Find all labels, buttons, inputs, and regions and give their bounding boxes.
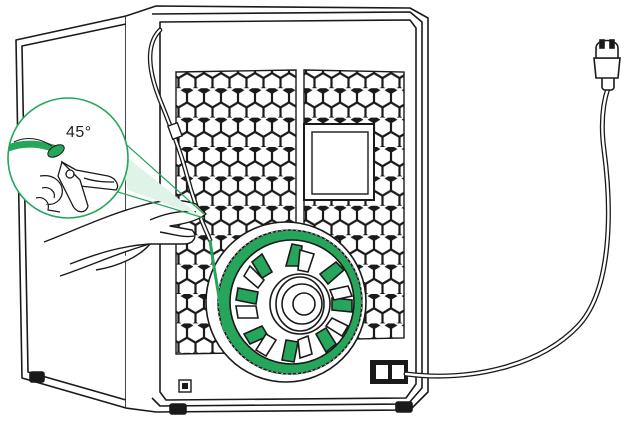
side-cutter-icon (57, 160, 119, 213)
power-inlet-icon (178, 360, 408, 393)
filament-spool-icon (205, 221, 367, 383)
angle-label: 45° (66, 124, 92, 141)
zoom-callout (7, 97, 205, 219)
hand-cutting-filament (43, 199, 207, 277)
power-cable (403, 85, 611, 379)
display-window (303, 123, 375, 201)
power-plug-icon (593, 39, 621, 91)
